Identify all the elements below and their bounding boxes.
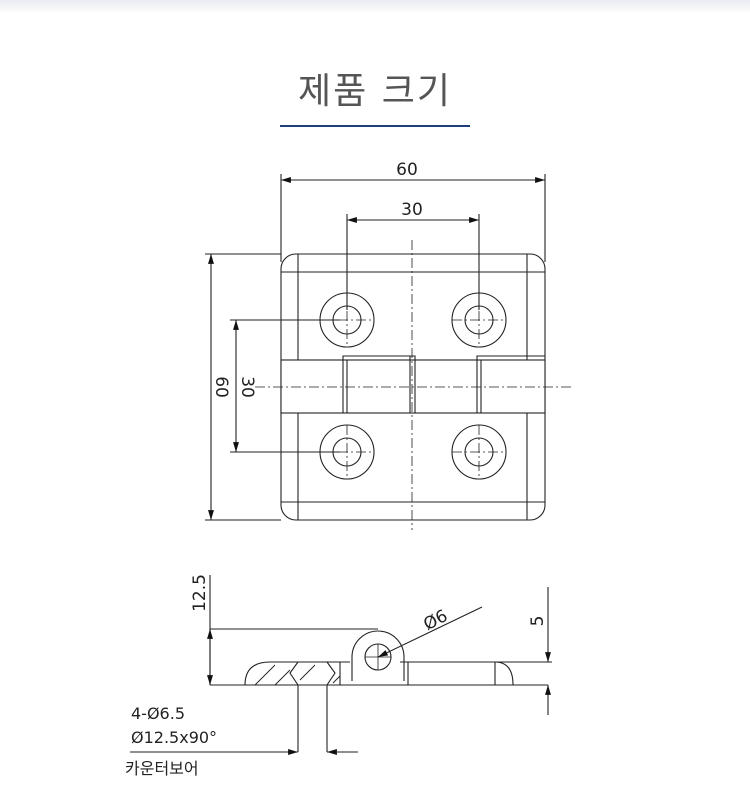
hole-note-count: 4-Ø6.5 <box>131 704 185 723</box>
dim-width: 60 <box>396 160 418 180</box>
side-view <box>130 575 552 755</box>
page-title: 제품 크기 <box>298 71 452 112</box>
dim-hole-spacing-v: 30 <box>237 376 257 398</box>
dim-thickness: 12.5 <box>190 574 210 612</box>
title-underline <box>280 125 470 127</box>
hole-note-type: 카운터보어 <box>125 759 199 778</box>
top-fade <box>0 0 750 14</box>
dim-plate-thickness: 5 <box>528 616 548 627</box>
dim-height: 60 <box>211 376 231 398</box>
hole-note-countersink: Ø12.5x90° <box>131 728 218 747</box>
dim-hole-spacing-h: 30 <box>401 200 423 220</box>
dim-pin-diameter: Ø6 <box>420 606 451 635</box>
top-view <box>205 174 572 530</box>
